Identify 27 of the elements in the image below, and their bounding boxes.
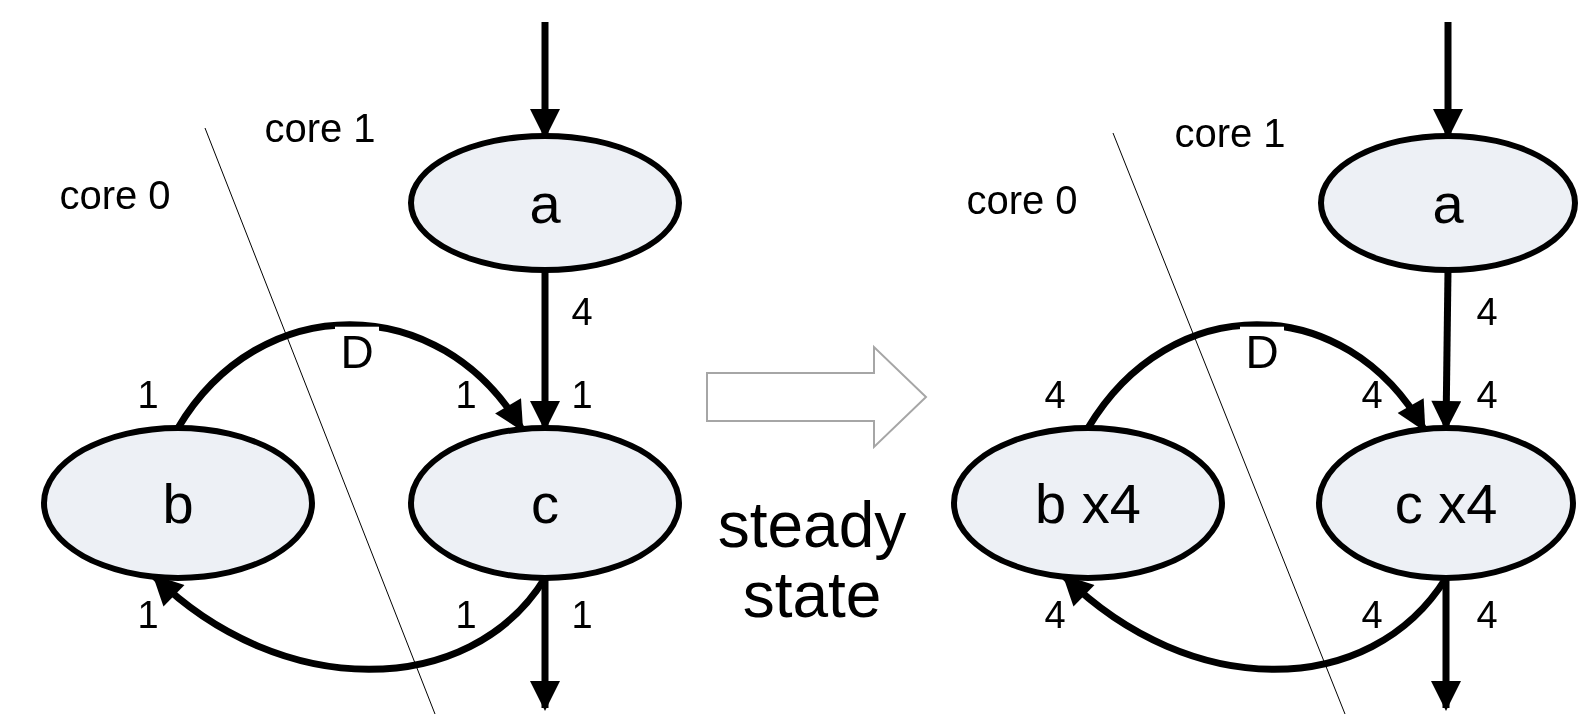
text-label: 4 [1476, 376, 1498, 414]
text-label: 4 [1476, 293, 1498, 331]
text-label: core 0 [59, 175, 171, 215]
node-label: b x4 [1035, 470, 1141, 536]
text-label: 4 [1044, 596, 1066, 634]
text-label: core 1 [1174, 113, 1286, 153]
text-label: 1 [137, 596, 159, 634]
text-label: 4 [1361, 376, 1383, 414]
text-label: core 1 [264, 108, 376, 148]
node-label: c [531, 470, 559, 536]
text-label: 1 [571, 596, 593, 634]
hollow-arrow [706, 344, 928, 450]
arrow [1431, 578, 1461, 711]
text-label: 4 [1044, 376, 1066, 414]
text-label: 4 [1476, 596, 1498, 634]
arrow [530, 578, 560, 711]
text-label: 1 [455, 376, 477, 414]
text-label: 4 [571, 293, 593, 331]
text-label: 1 [455, 596, 477, 634]
text-label: 1 [137, 376, 159, 414]
node-label: a [1432, 170, 1464, 236]
text-label: core 0 [966, 180, 1078, 220]
text-label: 1 [571, 376, 593, 414]
node-label: c x4 [1394, 470, 1498, 536]
node-label: b [162, 470, 194, 536]
text-label: 4 [1361, 596, 1383, 634]
node-label: a [529, 170, 561, 236]
